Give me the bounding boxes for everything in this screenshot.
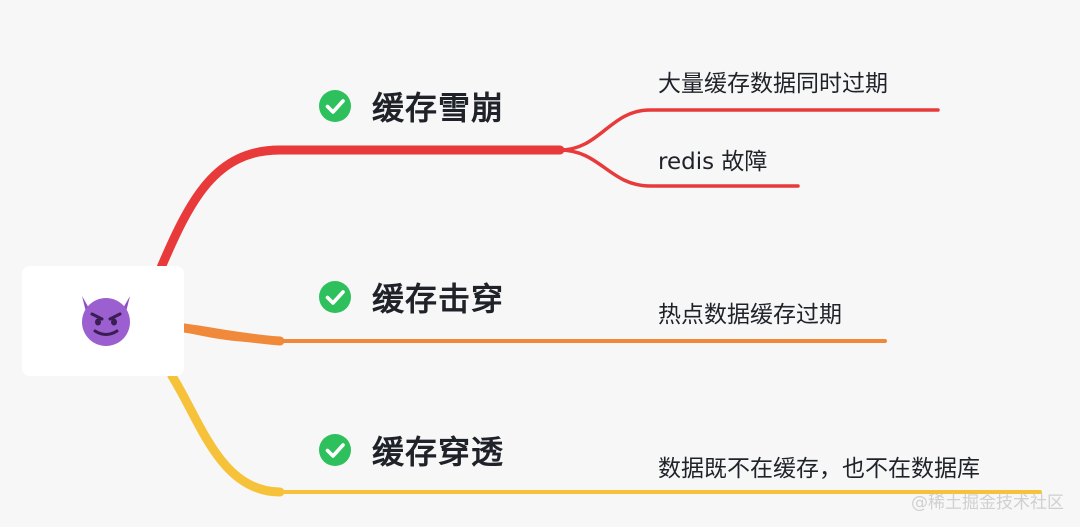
topic-cache-avalanche[interactable]: 缓存雪崩 — [318, 86, 505, 127]
topic-cache-breakdown[interactable]: 缓存击穿 — [318, 277, 505, 318]
topic-label: 缓存雪崩 — [372, 89, 505, 127]
leaf-hot-key-expiry[interactable]: 热点数据缓存过期 — [658, 302, 842, 328]
root-node[interactable] — [22, 266, 184, 376]
branch-line-2 — [182, 328, 887, 343]
topic-label: 缓存穿透 — [372, 433, 505, 471]
branch-line-2-root — [179, 323, 285, 346]
branch-line-1 — [155, 145, 565, 275]
leaf-line-1a — [558, 108, 940, 152]
branch-line-3-root — [167, 371, 285, 497]
check-circle-icon — [319, 281, 351, 313]
leaf-not-in-cache-or-db[interactable]: 数据既不在缓存，也不在数据库 — [658, 456, 980, 482]
check-circle-icon — [319, 90, 351, 122]
leaf-mass-expiry[interactable]: 大量缓存数据同时过期 — [658, 71, 888, 97]
topic-cache-penetration[interactable]: 缓存穿透 — [318, 430, 505, 471]
leaf-redis-failure[interactable]: redis 故障 — [658, 149, 768, 175]
topic-label: 缓存击穿 — [372, 280, 505, 318]
smiling-devil-emoji-icon — [82, 296, 130, 346]
watermark: @稀土掘金技术社区 — [911, 493, 1064, 513]
leaf-line-1b — [558, 148, 800, 188]
check-circle-icon — [319, 434, 351, 466]
